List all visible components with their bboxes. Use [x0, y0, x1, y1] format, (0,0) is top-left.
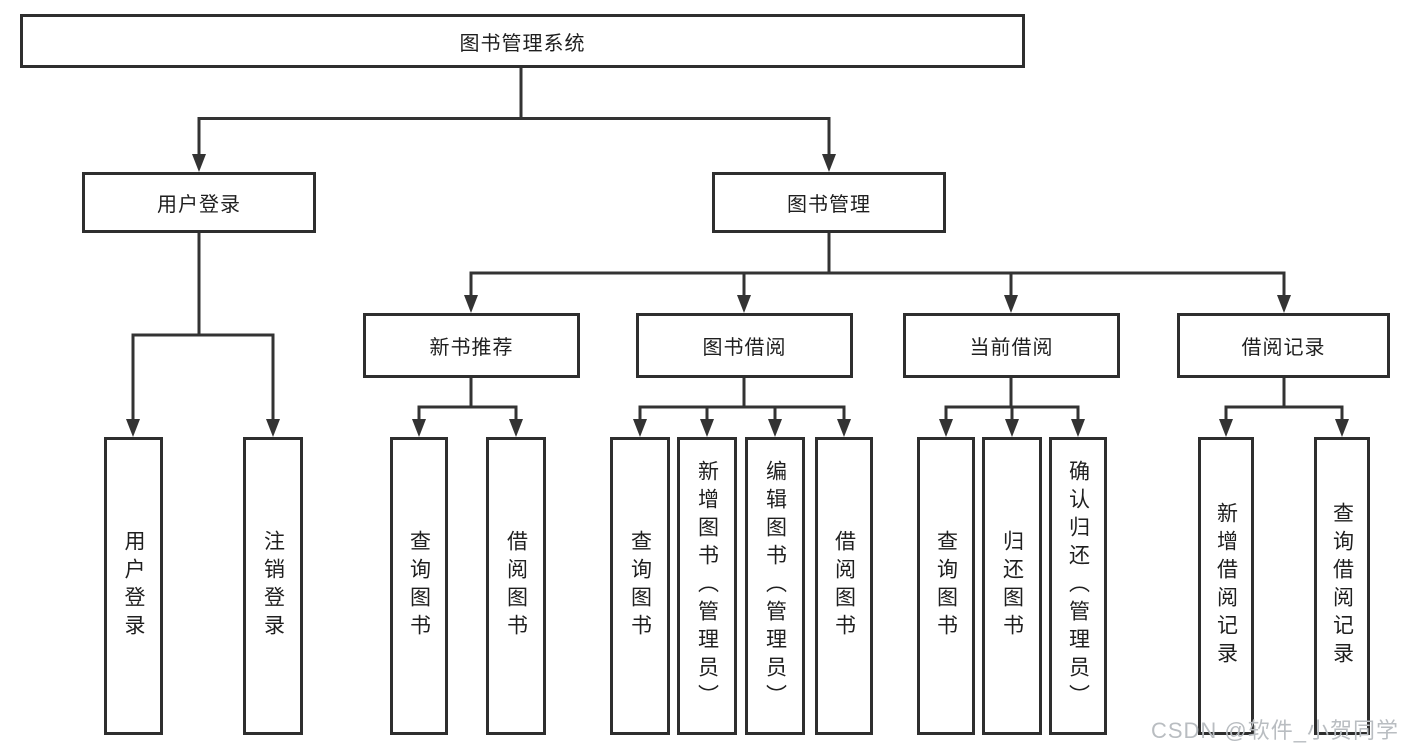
leaf-add-borrow-record: 新增借阅记录: [1198, 437, 1254, 735]
leaf-add-book-admin: 新增图书（管理员）: [677, 437, 737, 735]
leaf-return-book: 归还图书: [982, 437, 1042, 735]
node-borrow-records: 借阅记录: [1177, 313, 1390, 378]
leaf-borrow-book-recommend: 借阅图书: [486, 437, 546, 735]
node-book-management: 图书管理: [712, 172, 946, 233]
leaf-user-login: 用户登录: [104, 437, 163, 735]
leaf-logout: 注销登录: [243, 437, 303, 735]
node-user-login: 用户登录: [82, 172, 316, 233]
node-current-borrowing: 当前借阅: [903, 313, 1120, 378]
leaf-query-book-current: 查询图书: [917, 437, 975, 735]
leaf-query-borrow-record: 查询借阅记录: [1314, 437, 1370, 735]
leaf-query-book-recommend: 查询图书: [390, 437, 448, 735]
node-new-book-recommend: 新书推荐: [363, 313, 580, 378]
csdn-watermark: CSDN @软件_小贺同学: [1150, 718, 1399, 743]
leaf-edit-book-admin: 编辑图书（管理员）: [745, 437, 805, 735]
leaf-borrow-book: 借阅图书: [815, 437, 873, 735]
node-book-borrowing: 图书借阅: [636, 313, 853, 378]
leaf-confirm-return-admin: 确认归还（管理员）: [1049, 437, 1107, 735]
node-root-system: 图书管理系统: [20, 14, 1025, 68]
leaf-query-book-borrowing: 查询图书: [610, 437, 670, 735]
